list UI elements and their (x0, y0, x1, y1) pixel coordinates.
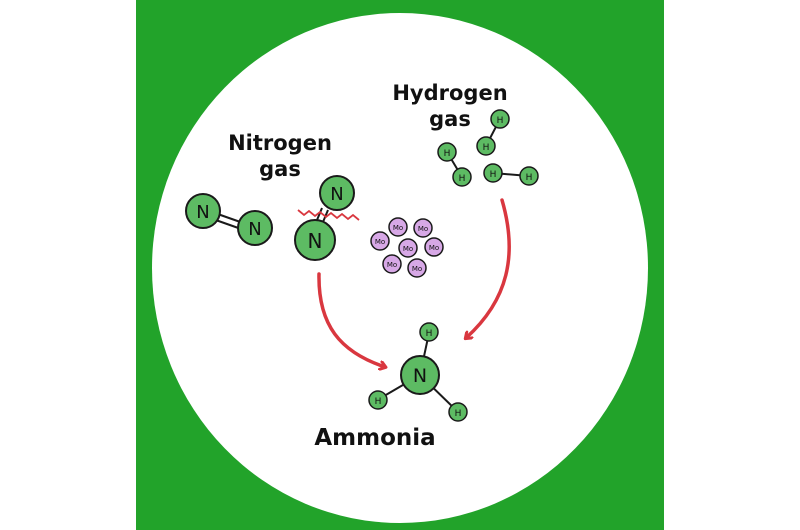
reaction-arrow-icon (466, 198, 511, 338)
hydrogen-symbol: H (459, 174, 466, 184)
bond-break-squiggle-icon (297, 209, 360, 221)
nitrogen-symbol: N (196, 202, 209, 223)
hydrogen-symbol: H (444, 149, 451, 159)
hydrogen-molecule-icon: H H (483, 163, 539, 186)
catalyst-symbol: Mo (429, 244, 439, 252)
nitrogen-symbol: N (413, 365, 427, 387)
hydrogen-atom (419, 322, 439, 342)
ammonia-molecule-icon: H H H N (368, 322, 468, 422)
catalyst-symbol: Mo (418, 225, 428, 233)
hydrogen-symbol: H (426, 329, 433, 339)
nitrogen-label-line1: Nitrogen (228, 131, 332, 155)
catalyst-atom: Mo (388, 217, 408, 237)
catalyst-symbol: Mo (393, 224, 403, 232)
reaction-arrow-icon (317, 272, 385, 367)
hydrogen-molecule-icon: H H (476, 109, 510, 156)
nitrogen-symbol: N (248, 219, 261, 240)
nitrogen-symbol: N (330, 184, 343, 205)
ammonia-label: Ammonia (295, 425, 455, 451)
hydrogen-symbol: H (455, 409, 462, 419)
catalyst-atom: Mo (398, 238, 418, 258)
nitrogen-atom (319, 175, 355, 211)
breaking-nitrogen-molecule-icon: N N (294, 175, 360, 261)
hydrogen-molecule-icon: H H (437, 142, 472, 187)
nitrogen-label-line2: gas (259, 157, 301, 181)
catalyst-symbol: Mo (387, 261, 397, 269)
catalyst-symbol: Mo (375, 238, 385, 246)
hydrogen-atom (368, 390, 388, 410)
molybdenum-catalyst-icon: Mo Mo Mo Mo Mo Mo Mo (370, 217, 444, 278)
catalyst-atom: Mo (413, 218, 433, 238)
nitrogen-molecule-icon: N N (185, 193, 273, 246)
catalyst-atom: Mo (382, 254, 402, 274)
hydrogen-atom (448, 402, 468, 422)
catalyst-atom: Mo (424, 237, 444, 257)
hydrogen-symbol: H (497, 116, 504, 126)
catalyst-symbol: Mo (403, 245, 413, 253)
nitrogen-atom (294, 219, 336, 261)
hydrogen-symbol: H (375, 397, 382, 407)
hydrogen-label-line2: gas (429, 107, 471, 131)
nitrogen-symbol: N (308, 229, 323, 253)
ammonia-label-text: Ammonia (314, 425, 436, 451)
nitrogen-atom (185, 193, 221, 229)
hydrogen-symbol: H (526, 173, 533, 183)
nitrogen-gas-label: Nitrogen gas (210, 130, 350, 182)
hydrogen-symbol: H (490, 170, 497, 180)
hydrogen-gas-label: Hydrogen gas (380, 80, 520, 132)
catalyst-atom: Mo (370, 231, 390, 251)
catalyst-atom: Mo (407, 258, 427, 278)
nitrogen-atom (400, 355, 440, 395)
hydrogen-symbol: H (483, 143, 490, 153)
nitrogen-atom (237, 210, 273, 246)
catalyst-symbol: Mo (412, 265, 422, 273)
hydrogen-label-line1: Hydrogen (392, 81, 508, 105)
